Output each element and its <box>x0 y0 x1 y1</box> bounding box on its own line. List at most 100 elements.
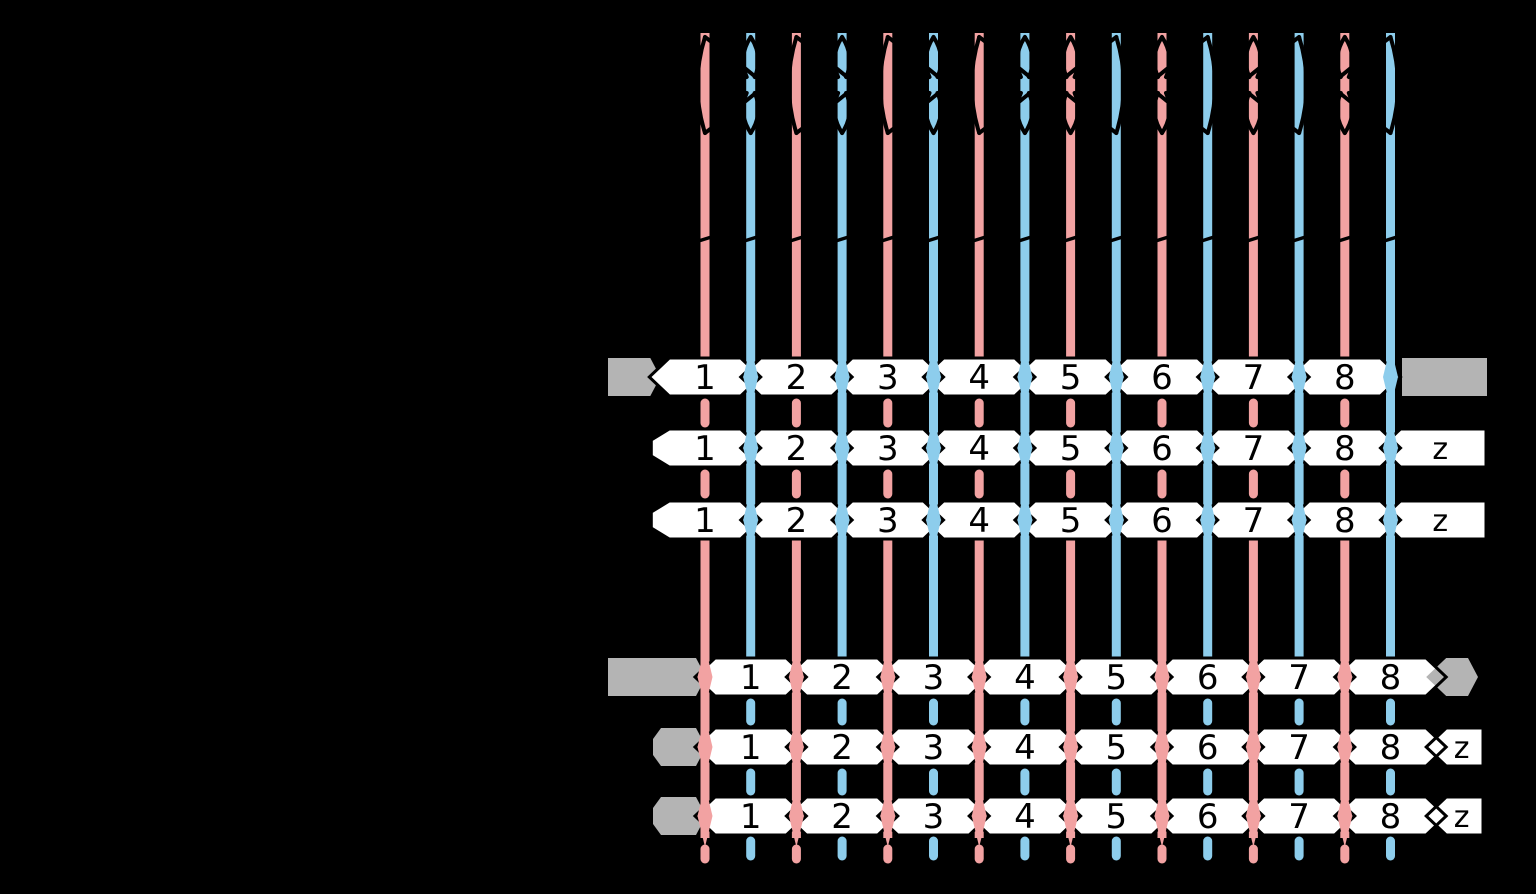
thread-break-marks <box>696 234 1400 244</box>
junction-thread <box>880 646 896 708</box>
break-mark <box>1199 234 1217 244</box>
weft-cell <box>877 728 990 766</box>
junction-thread <box>1291 346 1307 408</box>
twist-arc <box>703 35 758 79</box>
weft-cell-outline <box>1149 726 1266 768</box>
junction-thread <box>1383 417 1398 479</box>
break-mark <box>879 234 897 244</box>
weft-cell <box>1289 501 1401 539</box>
weft-cell-label: 8 <box>1334 429 1356 469</box>
twist-cross-pair <box>1060 35 1126 135</box>
twist-arc <box>1342 35 1355 79</box>
junction-thread <box>1337 646 1353 708</box>
twist-arc <box>1022 91 1035 135</box>
weft-cell <box>1014 501 1127 539</box>
weft-cell-label: 7 <box>1243 429 1265 469</box>
weft-cell-label: 2 <box>786 501 808 541</box>
weft-cell-label: 1 <box>694 429 716 469</box>
weft-cell-outline <box>1195 356 1312 398</box>
twist-arc <box>1388 35 1400 135</box>
weft-cell-outline <box>649 499 763 541</box>
twist-cross-pair <box>695 35 761 135</box>
weft-cell <box>1197 358 1310 396</box>
junction-thread <box>1245 716 1261 778</box>
z-cell-label: z <box>1432 432 1448 467</box>
break-mark <box>833 234 851 244</box>
weft-cell-label: 2 <box>831 728 853 768</box>
twist-arc <box>878 35 890 135</box>
twist-arc <box>1015 91 1027 135</box>
weft-cell-outline <box>875 726 992 768</box>
weft-cell-outline <box>784 726 900 768</box>
weft-cell <box>1334 797 1447 835</box>
junction-thread <box>1200 346 1216 408</box>
twist-arc <box>794 35 850 79</box>
junction-thread <box>1108 489 1124 551</box>
weft-cell-label: 4 <box>968 358 990 398</box>
twist-arc <box>1015 35 1027 79</box>
junction-thread <box>926 489 941 551</box>
junction-thread <box>1383 489 1398 551</box>
z-cell-label: z <box>1432 504 1448 539</box>
junction-thread <box>1017 346 1033 408</box>
weft-cell-label: 6 <box>1197 728 1219 768</box>
break-mark <box>1153 234 1171 244</box>
weft-cell <box>1289 429 1401 467</box>
twist-arc <box>786 35 799 135</box>
weft-cell <box>1289 358 1401 396</box>
weft-cell-label: 7 <box>1243 501 1265 541</box>
weft-cell-outline <box>967 795 1083 837</box>
twist-crosses-layer <box>695 35 1400 135</box>
weft-cell <box>786 797 898 835</box>
weft-cell <box>923 358 1035 396</box>
weft-cell-label: 4 <box>1014 797 1036 837</box>
weft-cell-label: 1 <box>740 797 762 837</box>
weft-cell-label: 3 <box>877 429 899 469</box>
end-cap-gray-rect <box>1402 358 1487 396</box>
weft-cell-label: 6 <box>1151 501 1173 541</box>
junction-thread <box>1200 489 1216 551</box>
end-cap-gray-bar <box>608 358 661 396</box>
twist-cross-pair <box>878 35 944 135</box>
junction-thread <box>834 417 850 479</box>
break-mark <box>742 234 760 244</box>
weft-cell-label: 2 <box>831 658 853 698</box>
junction-thread <box>1383 346 1398 408</box>
junction-thread <box>697 716 713 778</box>
weft-cell <box>786 728 898 766</box>
junction-thread <box>1291 489 1307 551</box>
weft-cell-label: 4 <box>968 429 990 469</box>
break-mark <box>1244 234 1262 244</box>
junction-thread <box>788 716 804 778</box>
twist-arc <box>1297 35 1309 135</box>
weft-cell <box>786 658 898 696</box>
weft-cell-label: 7 <box>1288 728 1310 768</box>
junction-thread <box>971 716 987 778</box>
twist-arc <box>1068 35 1081 79</box>
weft-cell-label: 1 <box>694 358 716 398</box>
z-cell <box>1426 797 1483 835</box>
weft-cell-outline <box>784 656 900 698</box>
twist-arc <box>840 35 852 79</box>
weft-cell <box>651 429 761 467</box>
twist-arc <box>1337 91 1393 135</box>
weft-cell-outline <box>1332 656 1449 698</box>
weft-cell <box>969 728 1081 766</box>
weft-cell <box>969 658 1081 696</box>
weft-cell <box>1243 797 1355 835</box>
weft-cell-outline <box>1012 356 1129 398</box>
twist-arc <box>1246 35 1302 79</box>
weft-cell <box>1106 501 1218 539</box>
weft-cell-label: 2 <box>786 429 808 469</box>
twist-arc <box>703 91 758 135</box>
weft-cell-label: 6 <box>1151 358 1173 398</box>
weft-cell-label: 8 <box>1334 501 1356 541</box>
weft-cell <box>832 501 944 539</box>
twist-arc <box>748 35 761 79</box>
weft-cell <box>1334 728 1447 766</box>
